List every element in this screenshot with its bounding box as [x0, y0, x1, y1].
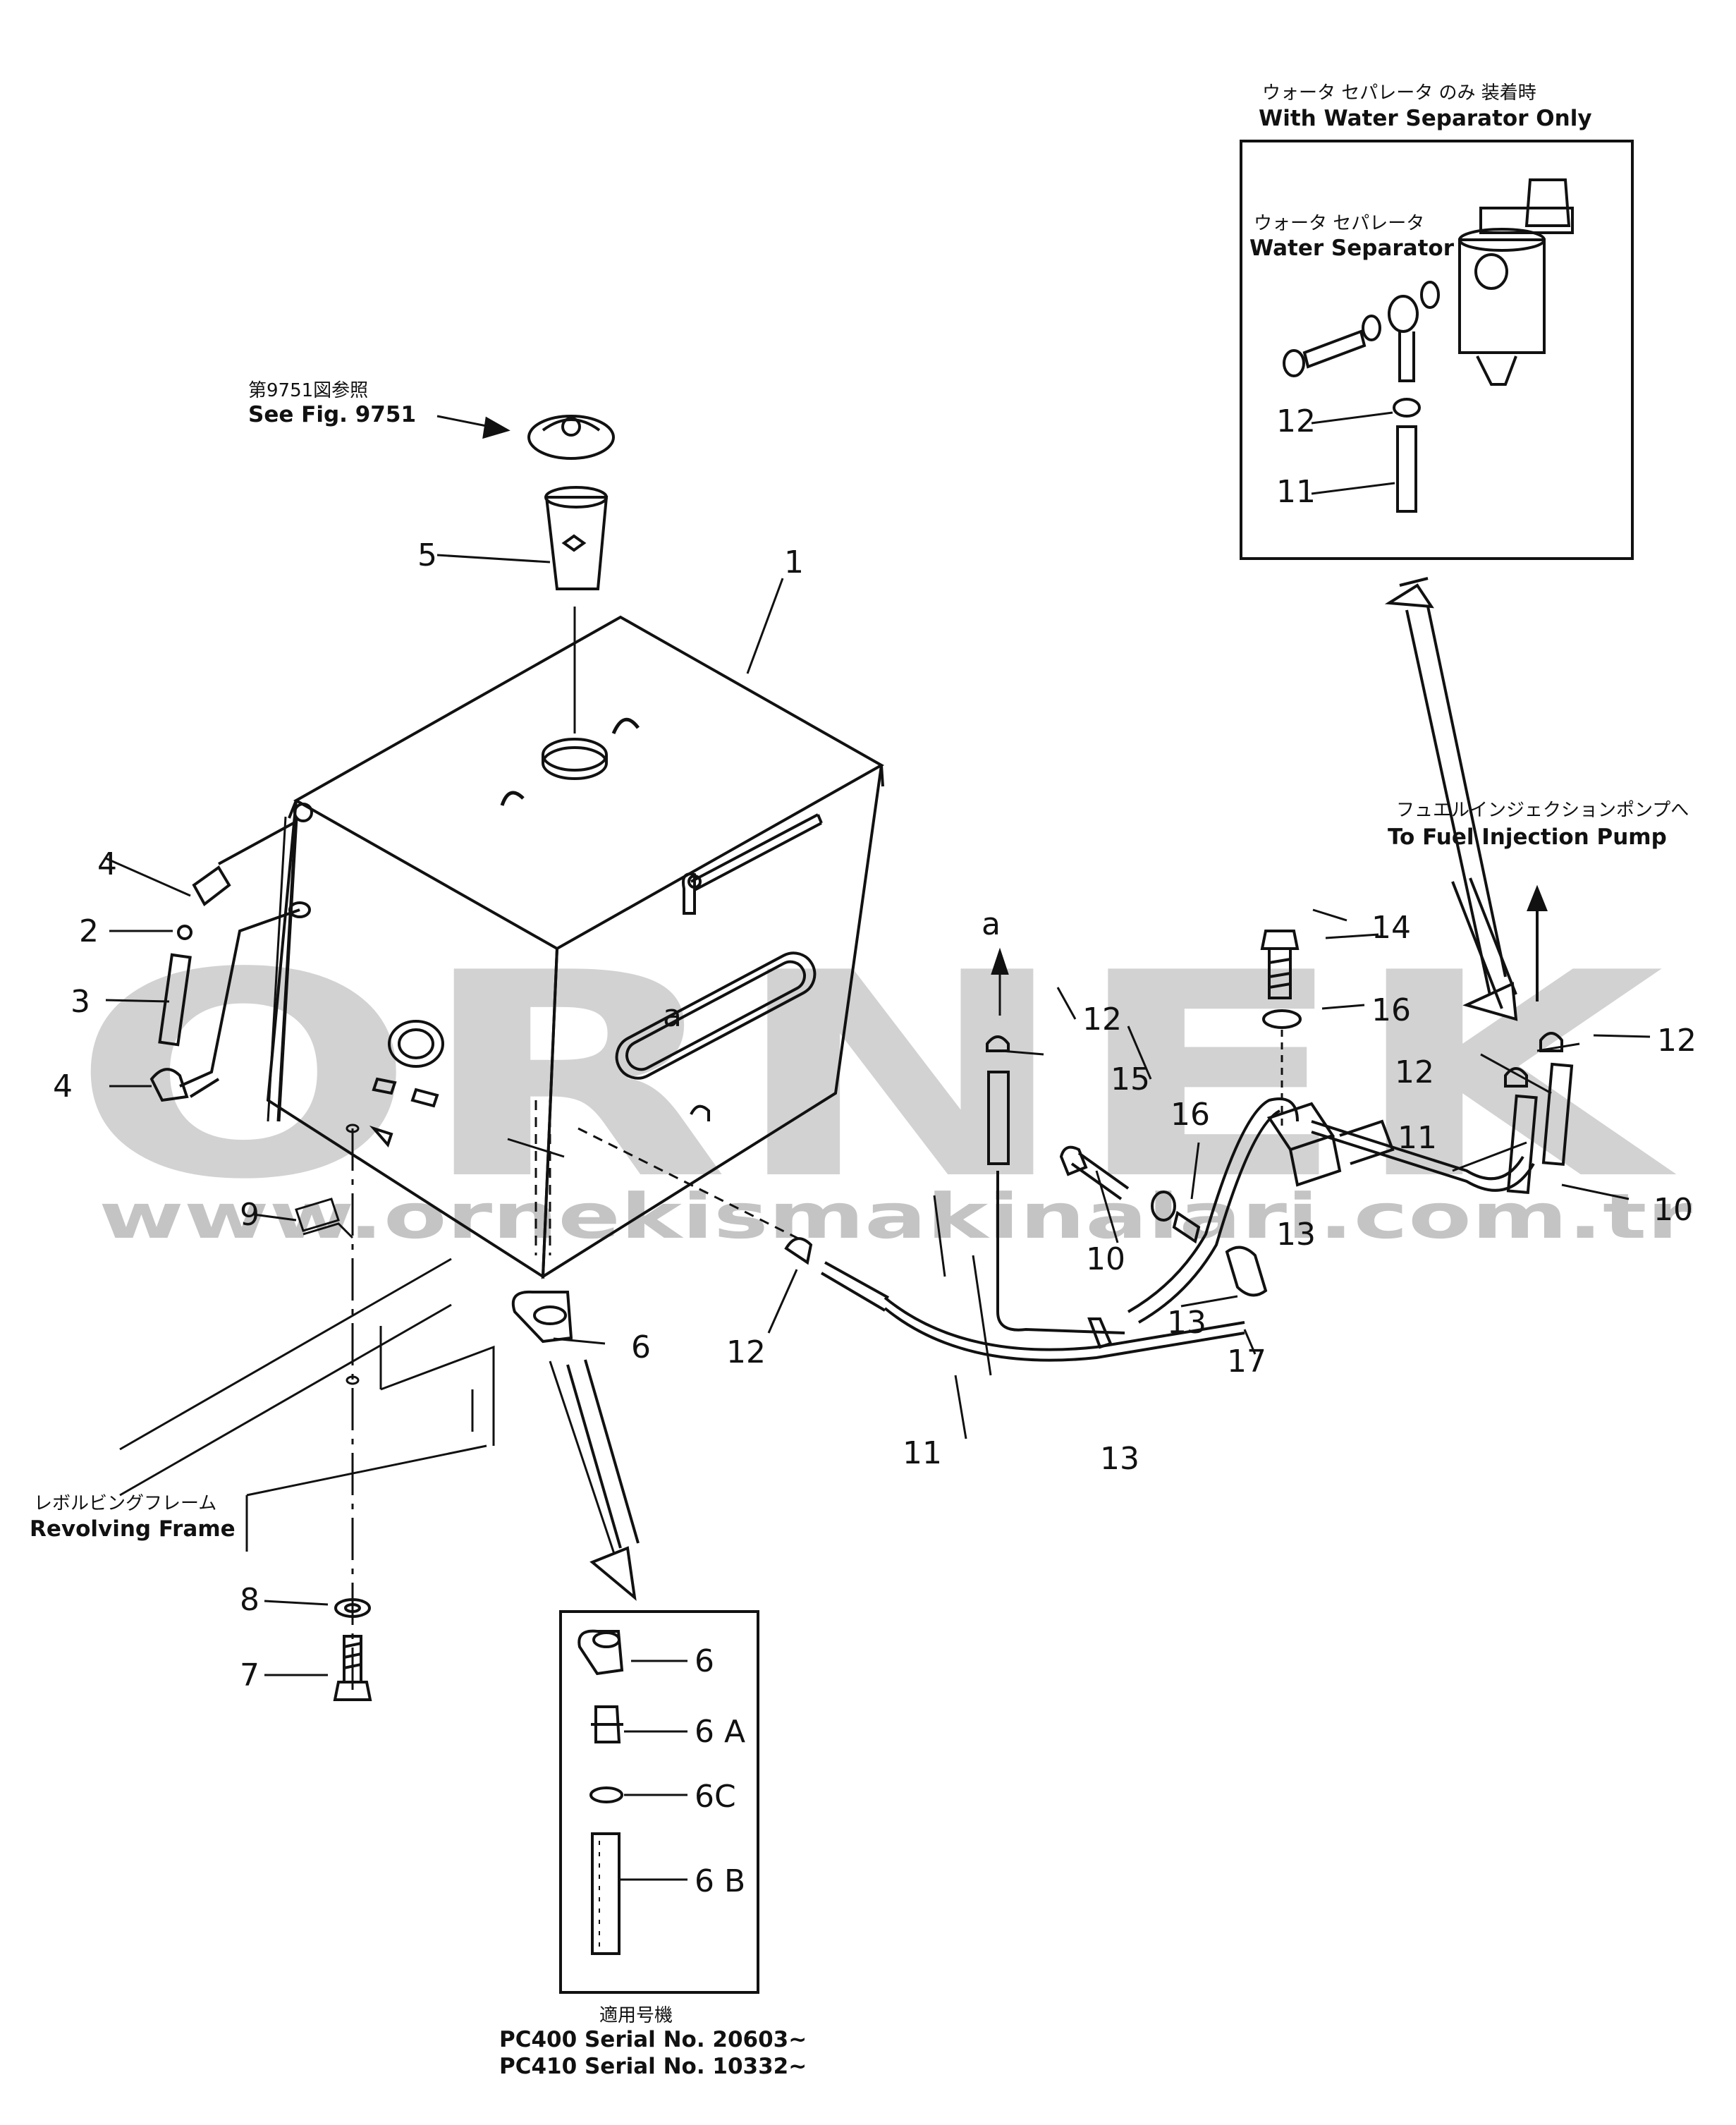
callout-3: 3 — [71, 984, 90, 1020]
callout-11-right: 11 — [1398, 1120, 1437, 1156]
serial-note-2: PC410 Serial No. 10332~ — [499, 2054, 807, 2079]
detail-callout-6c: 6C — [695, 1779, 736, 1815]
frame-note-en: Revolving Frame — [30, 1516, 236, 1542]
to-pump-note-jp: フュエルインジェクションポンプへ — [1396, 800, 1689, 821]
watermark-url: www.ornekismakinalari.com.tr — [99, 1180, 1693, 1253]
fig-ref-arrow — [436, 415, 511, 439]
callout-12-right-b: 12 — [1657, 1023, 1697, 1059]
frame-note-jp: レボルビングフレーム — [34, 1493, 216, 1514]
detail-callout-6b: 6 B — [695, 1863, 745, 1899]
callout-8: 8 — [240, 1582, 259, 1618]
drain-valve — [511, 1290, 640, 1601]
callout-2: 2 — [79, 913, 99, 949]
fig-ref-note-jp: 第9751図参照 — [248, 380, 368, 401]
notes: 第9751図参照 See Fig. 9751 ウォータ セパレータ のみ 装着時… — [30, 83, 1689, 2079]
callout-16-mid: 16 — [1170, 1097, 1210, 1133]
water-sep-only-note-jp: ウォータ セパレータ のみ 装着時 — [1262, 83, 1536, 104]
detail-leader-lines — [621, 411, 1395, 1881]
callout-9: 9 — [240, 1197, 259, 1233]
water-sep-label-jp: ウォータ セパレータ — [1254, 213, 1424, 234]
water-sep-only-note-en: With Water Separator Only — [1259, 106, 1592, 131]
callout-7: 7 — [240, 1657, 259, 1693]
callout-11-lower: 11 — [903, 1435, 942, 1471]
callout-16-upper: 16 — [1371, 992, 1411, 1028]
callout-10-center: 10 — [1086, 1241, 1125, 1277]
callout-12-right-a: 12 — [1395, 1054, 1434, 1090]
callouts: 1 5 4 2 3 4 9 8 7 6 12 11 13 10 12 a a 1… — [53, 403, 1697, 1899]
callout-13-upper: 13 — [1276, 1217, 1316, 1253]
serial-note-1: PC400 Serial No. 20603~ — [499, 2027, 807, 2052]
bolt-washer — [333, 1598, 372, 1701]
watermark-brand: ORNEK — [71, 913, 1680, 1241]
callout-5: 5 — [417, 537, 437, 573]
filler-cap — [527, 415, 615, 460]
callout-13-lower: 13 — [1100, 1441, 1139, 1477]
callout-6: 6 — [631, 1329, 651, 1365]
callout-10-right: 10 — [1654, 1192, 1693, 1228]
strainer — [544, 486, 609, 733]
callout-a-tank: a — [663, 998, 682, 1034]
water-separator-inset — [1240, 140, 1634, 560]
flow-arrows — [1384, 577, 1548, 1021]
applicable-note-jp: 適用号機 — [599, 2005, 673, 2026]
watermark: ORNEK www.ornekismakinalari.com.tr — [71, 913, 1693, 1253]
inset-callout-12: 12 — [1276, 403, 1316, 439]
detail-callout-6: 6 — [695, 1643, 714, 1679]
water-sep-label-en: Water Separator — [1249, 236, 1455, 261]
callout-4-upper: 4 — [97, 846, 117, 882]
detail-callout-6a: 6 A — [695, 1714, 745, 1750]
callout-15: 15 — [1111, 1061, 1150, 1097]
callout-4-lower: 4 — [53, 1068, 73, 1104]
callout-12-center: 12 — [1082, 1001, 1122, 1037]
to-pump-note-en: To Fuel Injection Pump — [1388, 824, 1667, 850]
drain-valve-detail-box — [559, 1610, 759, 1994]
fuel-tank — [266, 615, 885, 1279]
left-hose-assembly — [149, 820, 311, 1102]
callout-1: 1 — [784, 544, 804, 580]
fuel-line-assembly — [784, 930, 1574, 1362]
fig-ref-note-en: See Fig. 9751 — [248, 402, 416, 427]
callout-17: 17 — [1227, 1344, 1266, 1380]
callout-a-top: a — [982, 906, 1001, 942]
callout-12-lower: 12 — [726, 1334, 766, 1370]
inset-callout-11: 11 — [1276, 474, 1316, 510]
callout-14: 14 — [1371, 910, 1411, 946]
callout-13-mid: 13 — [1167, 1305, 1206, 1341]
